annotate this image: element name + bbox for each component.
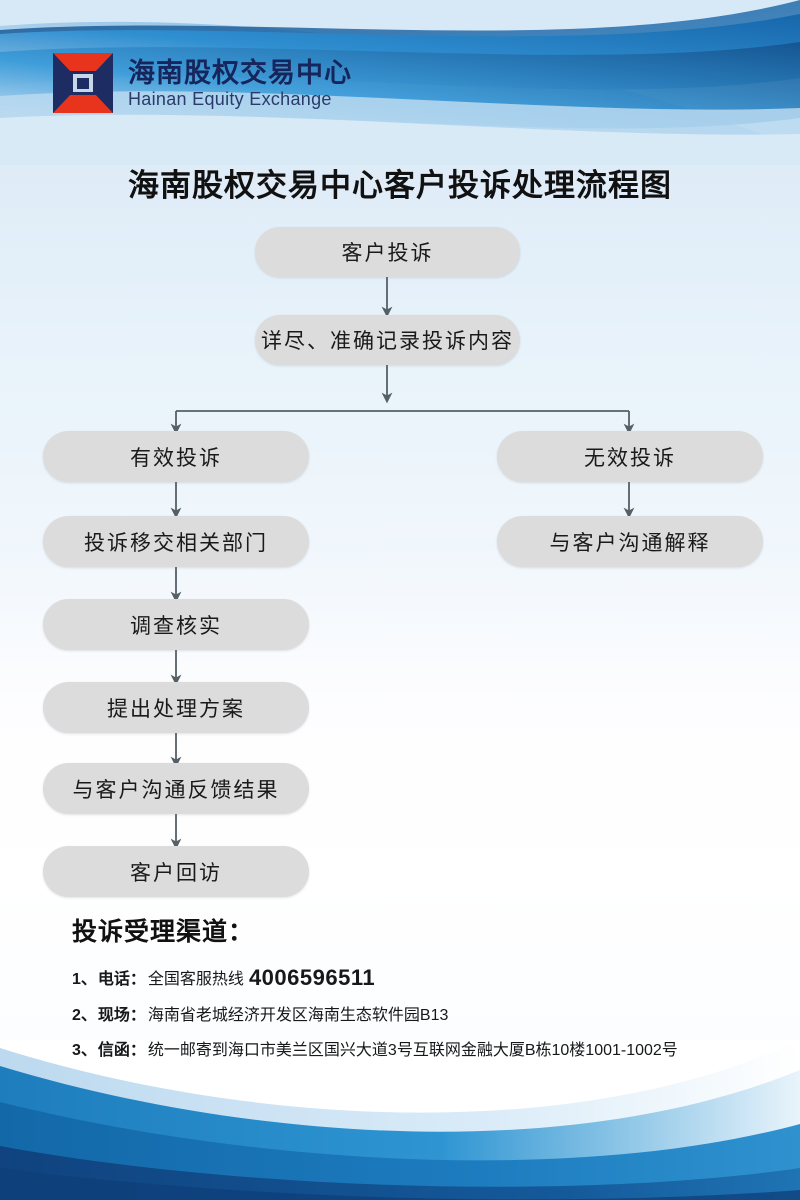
flow-node-start[interactable]: 客户投诉 [255, 227, 520, 277]
contact-value-1: 全国客服热线 [147, 971, 244, 988]
contact-label-3: 信函： [97, 1042, 146, 1059]
contact-index-3: 3、 [72, 1042, 97, 1059]
flow-node-invalid-complaint[interactable]: 无效投诉 [497, 431, 763, 482]
flow-node-investigate[interactable]: 调查核实 [43, 599, 309, 650]
brand-name-en: Hainan Equity Exchange [128, 89, 332, 109]
flow-node-revisit[interactable]: 客户回访 [43, 846, 309, 897]
flow-node-proposal[interactable]: 提出处理方案 [43, 682, 309, 733]
contact-label-1: 电话： [97, 971, 146, 988]
contact-value-2: 海南省老城经济开发区海南生态软件园B13 [147, 1007, 449, 1024]
flow-node-explain-to-customer[interactable]: 与客户沟通解释 [497, 516, 763, 567]
brand-name-cn: 海南股权交易中心 [128, 58, 352, 88]
contact-line-mail: 3、 信函： 统一邮寄到海口市美兰区国兴大道3号互联网金融大厦B栋10楼1001… [72, 1036, 762, 1060]
flow-node-valid-complaint[interactable]: 有效投诉 [43, 431, 309, 482]
footer-decoration [0, 1040, 800, 1200]
brand-text: 海南股权交易中心 Hainan Equity Exchange [128, 58, 352, 109]
flow-node-record[interactable]: 详尽、准确记录投诉内容 [255, 315, 520, 365]
contact-index-1: 1、 [72, 971, 97, 988]
complaint-channels-section: 投诉受理渠道： 1、 电话： 全国客服热线 4006596511 2、 现场： … [72, 912, 762, 1071]
contact-line-onsite: 2、 现场： 海南省老城经济开发区海南生态软件园B13 [72, 1001, 762, 1025]
page-title: 海南股权交易中心客户投诉处理流程图 [128, 168, 672, 203]
hotline-number: 4006596511 [248, 965, 376, 990]
contact-index-2: 2、 [72, 1007, 97, 1024]
hainan-equity-diamond-logo-icon [52, 52, 114, 114]
header-decoration [0, 0, 800, 165]
contact-line-phone: 1、 电话： 全国客服热线 4006596511 [72, 964, 762, 990]
complaint-channels-heading: 投诉受理渠道： [72, 918, 255, 946]
contact-label-2: 现场： [97, 1007, 146, 1024]
flow-node-feedback[interactable]: 与客户沟通反馈结果 [43, 763, 309, 814]
brand-logo: 海南股权交易中心 Hainan Equity Exchange [52, 52, 352, 114]
flow-node-transfer-department[interactable]: 投诉移交相关部门 [43, 516, 309, 567]
contact-value-3: 统一邮寄到海口市美兰区国兴大道3号互联网金融大厦B栋10楼1001-1002号 [147, 1042, 678, 1059]
